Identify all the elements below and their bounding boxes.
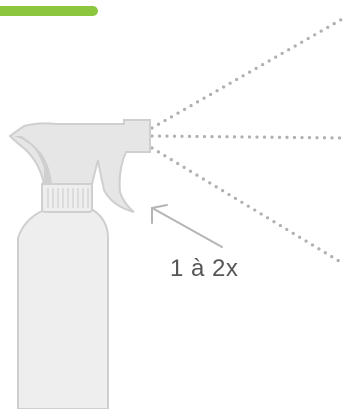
press-count-label: 1 à 2x — [170, 255, 238, 283]
trigger-arrow — [152, 205, 222, 247]
spray-line-upper — [152, 18, 344, 128]
spray-line-lower — [152, 148, 344, 264]
spray-mist — [152, 18, 346, 264]
cap-collar — [42, 182, 92, 212]
bottle-cap — [42, 182, 92, 212]
spray-line-middle — [152, 136, 346, 138]
bottle-body — [18, 210, 108, 409]
accent-bar — [0, 6, 98, 16]
